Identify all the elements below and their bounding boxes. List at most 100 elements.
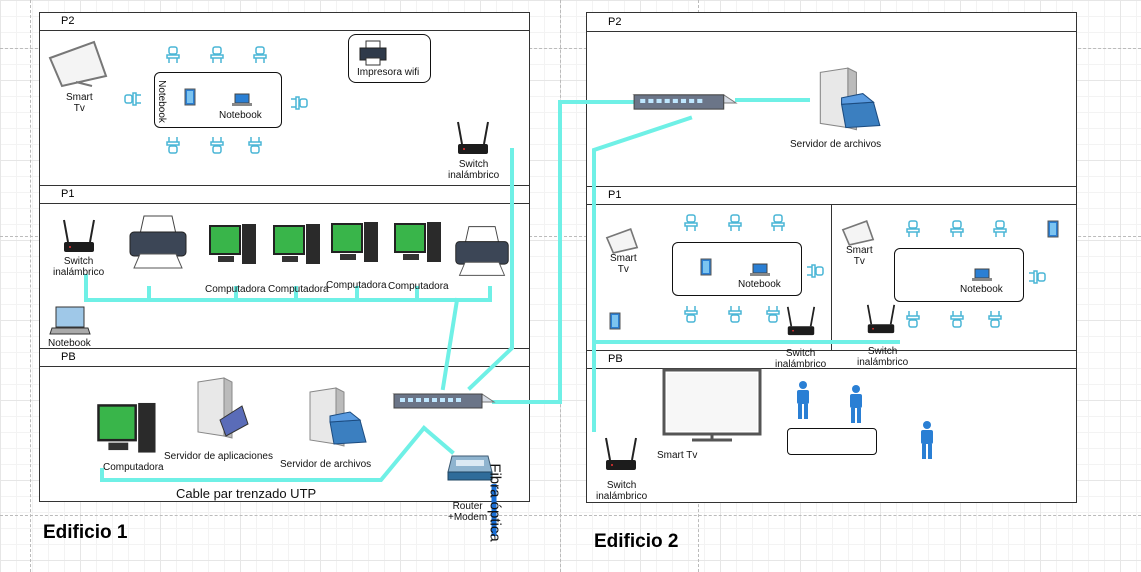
- b1-pb-computer-label: Computadora: [103, 462, 164, 473]
- desktop-computer-icon: [394, 222, 441, 262]
- chair-icon: [166, 137, 180, 154]
- desktop-computer-icon: [331, 222, 378, 262]
- b2-p1-label: P1: [608, 189, 622, 201]
- b1-notebook-label: Notebook: [219, 110, 262, 121]
- b2-switch-right-label: Switch inalámbrico: [857, 346, 909, 368]
- b2-smart-tv-left-label: Smart Tv: [610, 253, 637, 275]
- notebook-icon: [750, 263, 770, 276]
- file-server-icon: [309, 387, 367, 447]
- b2-pb-table: [787, 428, 877, 455]
- desktop-computer-icon: [97, 402, 156, 453]
- chair-icon: [248, 137, 262, 154]
- b2-file-server-label: Servidor de archivos: [790, 139, 882, 150]
- chair-icon: [766, 306, 780, 323]
- b1-computer-label: Computadora: [205, 284, 266, 295]
- chair-icon: [291, 96, 308, 110]
- b1-fiber-label: Fibra óptica: [486, 463, 504, 542]
- wireless-switch-icon: [786, 306, 816, 336]
- chair-icon: [950, 220, 964, 237]
- file-server-icon: [819, 67, 881, 131]
- chair-icon: [728, 306, 742, 323]
- b1-computer-label: Computadora: [388, 281, 449, 292]
- b1-computer-label: Computadora: [268, 284, 329, 295]
- chair-icon: [950, 311, 964, 328]
- b1-p1-label: P1: [61, 188, 75, 200]
- b2-pb-switch-label: Switch inalámbrico: [596, 480, 648, 502]
- smart-tv-icon: [48, 40, 108, 88]
- chair-icon: [253, 46, 267, 63]
- app-server-icon: [197, 377, 249, 439]
- person-icon: [921, 421, 933, 459]
- b2-p2-header: [586, 12, 1077, 32]
- chair-icon: [988, 311, 1002, 328]
- chair-icon: [771, 214, 785, 231]
- wireless-switch-icon: [457, 121, 489, 154]
- b1-cable-label: Cable par trenzado UTP: [176, 486, 317, 501]
- smart-tv-icon: [605, 228, 639, 254]
- b2-p1-left-table: [672, 242, 802, 296]
- chair-icon: [210, 46, 224, 63]
- chair-icon: [728, 214, 742, 231]
- b1-pb-header: [39, 348, 530, 367]
- b1-notebook-vertical-label: Notebook: [155, 80, 167, 123]
- person-icon: [797, 381, 809, 419]
- chair-icon: [684, 214, 698, 231]
- chair-icon: [807, 264, 824, 278]
- b1-p2-meeting-table: [154, 72, 282, 128]
- chair-icon: [124, 92, 141, 106]
- b2-p1-right-table: [894, 248, 1024, 302]
- chair-icon: [210, 137, 224, 154]
- smart-tv-icon: [662, 368, 762, 442]
- b2-smart-tv-right-label: Smart Tv: [846, 245, 873, 267]
- chair-icon: [1029, 270, 1046, 284]
- b1-p2-switch-label: Switch inalámbrico: [448, 159, 500, 181]
- b1-printer-label: Impresora wifi: [357, 67, 420, 78]
- b2-pb-header: [586, 350, 1077, 369]
- printer-icon: [129, 215, 187, 269]
- b2-notebook-right-label: Notebook: [960, 284, 1003, 295]
- b1-p1-notebook-label: Notebook: [48, 338, 91, 349]
- notebook-icon: [232, 93, 252, 106]
- b1-p1-switch-label: Switch inalámbrico: [53, 256, 105, 278]
- wireless-switch-icon: [63, 219, 95, 252]
- b2-pb-label: PB: [608, 353, 623, 365]
- b2-p2-label: P2: [608, 16, 622, 28]
- chair-icon: [993, 220, 1007, 237]
- router-icon: [447, 455, 493, 481]
- b2-notebook-left-label: Notebook: [738, 279, 781, 290]
- printer-icon: [455, 226, 509, 276]
- chair-icon: [166, 46, 180, 63]
- b1-computer-label: Computadora: [326, 280, 387, 291]
- b2-pb-smart-tv-label: Smart Tv: [657, 450, 698, 461]
- b1-p2-label: P2: [61, 15, 75, 27]
- desktop-computer-icon: [209, 224, 256, 264]
- smart-tv-icon: [841, 220, 875, 246]
- person-icon: [850, 385, 862, 423]
- chair-icon: [906, 220, 920, 237]
- building1-title: Edificio 1: [43, 522, 128, 543]
- desktop-computer-icon: [273, 224, 320, 264]
- notebook-icon: [609, 312, 621, 330]
- b1-pb-label: PB: [61, 351, 76, 363]
- chair-icon: [906, 311, 920, 328]
- b2-p1-divider: [831, 205, 832, 350]
- chair-icon: [684, 306, 698, 323]
- wireless-switch-icon: [605, 437, 637, 470]
- notebook-icon: [972, 268, 992, 281]
- b1-p1-header: [39, 185, 530, 204]
- notebook-icon: [700, 258, 712, 276]
- b1-p2-header: [39, 12, 530, 31]
- b1-smart-tv-label: Smart Tv: [66, 92, 93, 114]
- b2-switch-left-label: Switch inalámbrico: [775, 348, 827, 370]
- b1-app-server-label: Servidor de aplicaciones: [164, 451, 273, 462]
- network-switch-icon: [392, 393, 496, 409]
- b2-p1-header: [586, 186, 1077, 205]
- b1-file-server-label: Servidor de archivos: [280, 459, 372, 470]
- laptop-icon: [49, 306, 91, 335]
- printer-icon: [359, 40, 387, 66]
- b1-router-label: Router +Modem: [448, 501, 488, 523]
- notebook-icon: [184, 88, 196, 106]
- notebook-icon: [1047, 220, 1059, 238]
- building2-title: Edificio 2: [594, 531, 679, 552]
